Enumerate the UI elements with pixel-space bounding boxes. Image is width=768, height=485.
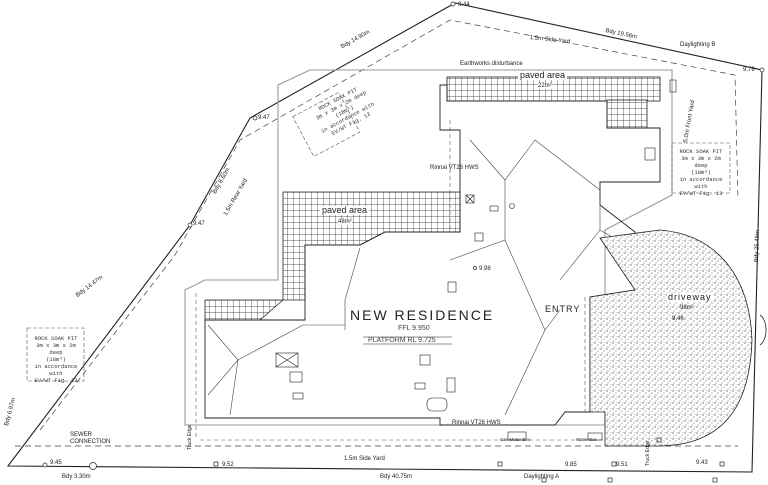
water-box-label: Water Box bbox=[576, 437, 597, 442]
paved-area-top-label: paved area bbox=[518, 70, 568, 80]
platform-rl-label: PLATFORM RL 9.725 bbox=[368, 337, 436, 344]
building-title: NEW RESIDENCE bbox=[350, 307, 495, 323]
daylighting-b-label: Daylighting B bbox=[680, 42, 716, 48]
hws-label-top: Rinnai VT26 HWS bbox=[430, 165, 479, 171]
boundary-label-right: Bdy 25.46m bbox=[754, 229, 762, 263]
paved-area-top-stub bbox=[606, 99, 648, 129]
roof-lines bbox=[207, 139, 636, 416]
hws-unit bbox=[465, 194, 475, 204]
paved-area-left-label: paved area bbox=[320, 205, 370, 215]
soak-pit-box-3 bbox=[26, 327, 85, 382]
spot-level-bottom-right-a: 9.51 bbox=[616, 462, 628, 468]
spot-level-bottom-mid: 9.52 bbox=[222, 462, 234, 468]
spot-level-driveway: 9.46 bbox=[672, 316, 684, 322]
driveway-label: driveway bbox=[667, 292, 713, 302]
meter-box-label: Gas Meter Box bbox=[500, 437, 531, 442]
truck-edge-left: Truck Edge bbox=[187, 424, 193, 450]
ffl-label: FFL 9.950 bbox=[398, 325, 430, 332]
survey-pegs bbox=[213, 437, 725, 483]
spot-level-bottom-right: 9.43 bbox=[696, 460, 708, 466]
entry-label: ENTRY bbox=[545, 304, 581, 314]
bath-fixture bbox=[426, 397, 448, 412]
soak-pit-box-1 bbox=[292, 91, 361, 157]
spot-level-bottom-left: 9.45 bbox=[50, 460, 62, 466]
spot-level-top-right: 9.78 bbox=[743, 67, 755, 73]
side-yard-bottom-label: 1.5m Side Yard bbox=[344, 456, 385, 462]
boundary-label-bottom-left: Bdy 3.30m bbox=[62, 474, 91, 480]
spot-level-top: 9.44 bbox=[458, 2, 470, 8]
sewer-label-line2: CONNECTION bbox=[70, 439, 111, 445]
spot-level-floor: 9.98 bbox=[479, 266, 491, 272]
setback-line bbox=[39, 19, 739, 431]
boundary-label-bottom: Bdy 40.75m bbox=[380, 474, 413, 480]
spot-level-mid-left: 9.47 bbox=[193, 221, 205, 227]
driveway bbox=[589, 229, 753, 447]
paved-area-left-size: 48m² bbox=[338, 219, 352, 225]
spot-level-bottom-center: 9.85 bbox=[565, 462, 577, 468]
driveway-area: 98m² bbox=[680, 305, 694, 311]
sewer-label-line1: SEWER bbox=[70, 432, 93, 438]
daylighting-a-label: Daylighting A bbox=[524, 474, 560, 480]
paved-area-top bbox=[446, 76, 661, 102]
spot-level-upper-left: 9.47 bbox=[258, 115, 270, 121]
building-outline bbox=[204, 84, 661, 426]
truck-edge-right: Truck Edge bbox=[645, 440, 651, 466]
earthworks-label: Earthworks disturbance bbox=[460, 61, 523, 67]
paved-area-top-size: 22m² bbox=[538, 83, 552, 89]
hws-label-bottom: Rinnai VT26 HWS bbox=[452, 420, 501, 426]
